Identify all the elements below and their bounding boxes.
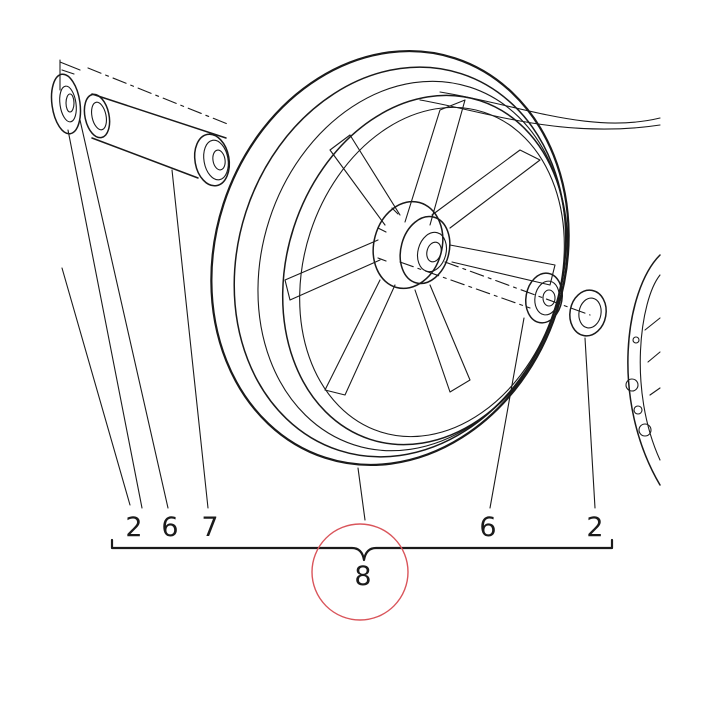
callout-spacer: 7 <box>201 512 218 543</box>
right-seal <box>569 289 607 337</box>
wheel-rim <box>210 49 661 467</box>
highlight-circle <box>311 523 409 621</box>
callout-wheel-assembly: 8 <box>354 561 371 592</box>
left-seal-and-bearing <box>50 61 82 135</box>
callout-left-seal: 2 <box>125 512 142 543</box>
wheel-hub <box>372 200 451 290</box>
leader-lines <box>67 119 596 521</box>
callout-right-bearing: 6 <box>479 512 496 543</box>
spacer-tube <box>83 93 231 187</box>
brake-disc <box>625 254 661 486</box>
wheel-spokes <box>284 99 556 396</box>
left-edge-lines <box>59 59 131 506</box>
callout-left-bearing: 6 <box>161 512 178 543</box>
axle-centerline <box>87 67 591 316</box>
right-bearing <box>524 272 564 324</box>
callout-right-seal: 2 <box>586 512 603 543</box>
group-bracket <box>110 538 614 562</box>
